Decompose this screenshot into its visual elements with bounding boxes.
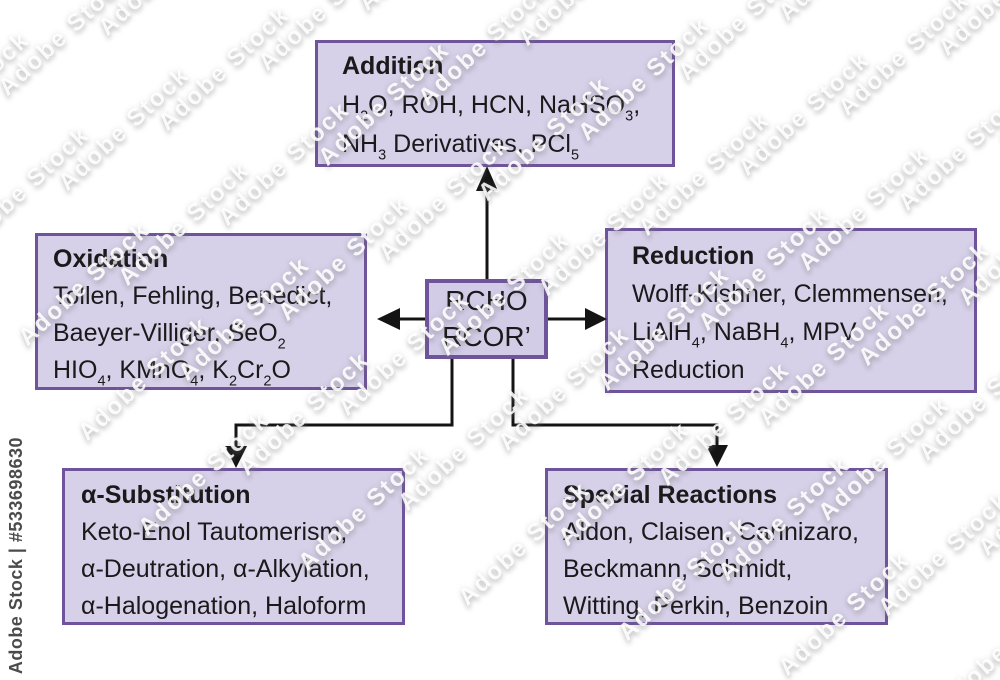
reduction-line: Wolff-Kishner, Clemmensen, (632, 280, 948, 308)
arrow-to-addition (476, 166, 498, 279)
watermark-tile: Adobe Stock (0, 0, 76, 7)
special-reactions-title: Special Reactions (563, 481, 777, 509)
central-substrate-line: RCOR’ (442, 321, 531, 352)
special-reactions-box: Special Reactions Aldon, Claisen, Canniz… (545, 468, 888, 625)
watermark-tile: Adobe Stock (833, 0, 975, 122)
special-reactions-line: Witting, Perkin, Benzoin (563, 592, 829, 620)
watermark-tile: Adobe Stock (153, 1, 295, 137)
watermark-tile: Adobe Stock (993, 21, 1000, 157)
watermark-tile: Adobe Stock (393, 381, 535, 517)
central-substrate-line: RCHO (445, 285, 528, 316)
watermark-tile: Adobe Stock (93, 0, 235, 42)
oxidation-title: Oxidation (53, 245, 169, 273)
oxidation-line: Tollen, Fehling, Benedict, (53, 282, 333, 310)
watermark-tile: Adobe Stock (933, 0, 1000, 62)
reduction-title: Reduction (632, 242, 755, 270)
addition-line: NH3 Derivatives, PCl5 (342, 130, 580, 164)
watermark-tile: Adobe Stock (53, 61, 195, 197)
oxidation-line: HIO4, KMnO4, K2Cr2O (53, 356, 291, 390)
reduction-line: LiAlH4, NaBH4, MPV (632, 318, 857, 352)
alpha-substitution-title: α-Substitution (81, 481, 251, 509)
watermark-tile: Adobe Stock (353, 0, 495, 17)
oxidation-box: Oxidation Tollen, Fehling, Benedict, Bae… (35, 233, 367, 390)
reduction-box: Reduction Wolff-Kishner, Clemmensen, LiA… (605, 228, 977, 393)
alpha-substitution-line: α-Halogenation, Haloform (81, 592, 367, 620)
addition-line: H2O, ROH, HCN, NaHSO3, (342, 91, 641, 125)
arrow-to-reduction (548, 308, 607, 330)
watermark-tile: Adobe Stock (973, 426, 1000, 562)
reduction-line: Reduction (632, 356, 745, 384)
alpha-substitution-box: α-Substitution Keto-Enol Tautomerism, α-… (62, 468, 405, 625)
watermark-tile: Adobe Stock (673, 0, 815, 87)
watermark-tile: Adobe Stock (773, 0, 915, 27)
watermark-tile: Adobe Stock (933, 581, 1000, 680)
watermark-tile: Adobe Stock (0, 0, 135, 102)
stock-credit: Adobe Stock | #533698630 (6, 436, 26, 674)
oxidation-line: Baeyer-Villiger, SeO2 (53, 319, 286, 353)
watermark-tile: Adobe Stock (733, 46, 875, 182)
watermark-tile: Adobe Stock (0, 26, 35, 161)
alpha-substitution-line: Keto-Enol Tautomerism, (81, 518, 348, 546)
alpha-substitution-line: α-Deutration, α-Alkylation, (81, 555, 370, 583)
addition-box: Addition H2O, ROH, HCN, NaHSO3, NH3 Deri… (315, 40, 675, 167)
watermark-tile: Adobe Stock (873, 486, 1000, 622)
central-substrate-box: RCHO RCOR’ (425, 279, 548, 359)
addition-title: Addition (342, 52, 444, 80)
arrow-to-oxidation (377, 308, 425, 330)
watermark-tile: Adobe Stock (893, 81, 1000, 217)
special-reactions-line: Aldon, Claisen, Cannizaro, (563, 518, 859, 546)
special-reactions-line: Beckmann, Schmidt, (563, 555, 793, 583)
